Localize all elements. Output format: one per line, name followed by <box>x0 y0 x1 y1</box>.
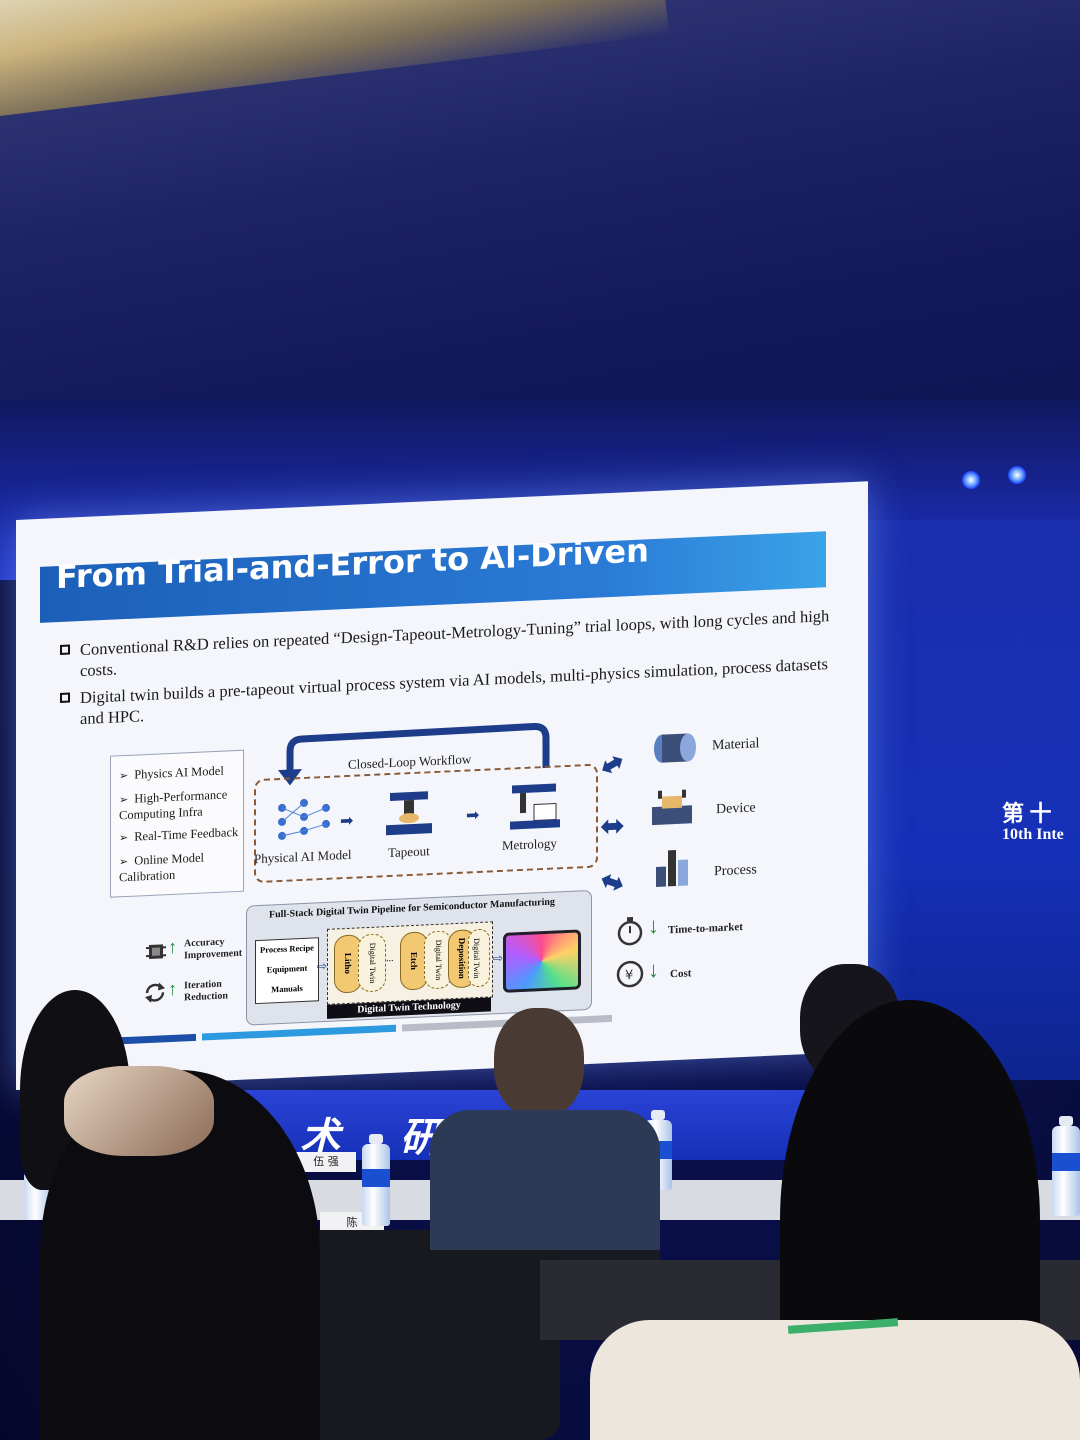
stopwatch-icon <box>617 916 643 946</box>
metric-cost: Cost <box>670 967 692 981</box>
device-chip-icon <box>652 789 692 826</box>
hair-scarf <box>64 1066 214 1156</box>
yen-coin-icon: ¥ <box>616 960 644 988</box>
water-bottle <box>1052 1116 1080 1216</box>
chair-back <box>300 1230 560 1440</box>
double-arrow-icon: ⬌ <box>600 809 626 844</box>
wafer-icon <box>503 929 581 993</box>
feature-item: ➢High-Performance Computing Infra <box>119 787 228 823</box>
digital-twin-steps: Litho Digital Twin ... Etch Digital Twin… <box>327 921 493 1005</box>
step-ellipsis: ... <box>386 952 394 965</box>
material-cylinder-icon <box>654 733 696 763</box>
side-wall-panel <box>860 520 1080 1080</box>
input-process-recipe: Process Recipe <box>260 942 314 955</box>
pipeline-inputs-box: Process Recipe Equipment Manuals <box>255 937 319 1005</box>
projection-screen: From Trial-and-Error to AI-Driven Conven… <box>16 481 868 1090</box>
arrow-up-icon: ↑ <box>168 978 177 1000</box>
checkbox-square-icon <box>60 692 70 704</box>
feature-item: ➢Real-Time Feedback <box>119 824 239 845</box>
refresh-cycle-icon <box>145 982 165 1003</box>
metric-accuracy-improvement: Accuracy Improvement <box>184 936 243 962</box>
metric-time-to-market: Time-to-market <box>668 920 743 937</box>
side-label-material: Material <box>712 736 760 754</box>
input-manuals: Manuals <box>271 982 303 995</box>
arrow-right-icon: ➡ <box>340 812 354 831</box>
wall-text-english: 10th Inte <box>1002 826 1064 843</box>
arrow-right-icon: ⇨ <box>493 950 504 966</box>
chevron-right-icon: ➢ <box>119 769 129 783</box>
chevron-right-icon: ➢ <box>119 855 129 869</box>
metric-iteration-reduction: Iteration Reduction <box>184 978 228 1004</box>
audience-member-shirt <box>430 1110 660 1250</box>
stage-light <box>962 471 980 489</box>
pipeline-panel: Full-Stack Digital Twin Pipeline for Sem… <box>246 889 592 1026</box>
arrow-down-icon: ↓ <box>648 956 659 983</box>
arrow-right-icon: ⇨ <box>317 958 328 974</box>
neural-network-icon <box>278 798 330 840</box>
node-tapeout: Tapeout <box>388 843 430 861</box>
step-digital-twin: Digital Twin <box>358 933 386 993</box>
water-bottle <box>362 1134 390 1226</box>
chevron-right-icon: ➢ <box>119 793 129 807</box>
metrology-machine-icon <box>510 783 560 830</box>
chip-icon <box>146 944 166 959</box>
checkbox-square-icon <box>60 644 70 656</box>
double-arrow-icon: ⬌ <box>594 862 631 903</box>
double-arrow-icon: ⬌ <box>593 743 632 786</box>
pipeline-title: Full-Stack Digital Twin Pipeline for Sem… <box>269 896 555 921</box>
chevron-right-icon: ➢ <box>119 831 129 845</box>
feature-list-box: ➢Physics AI Model ➢High-Performance Comp… <box>110 749 244 898</box>
side-label-process: Process <box>714 862 757 880</box>
feature-item: ➢Online Model Calibration <box>119 850 205 885</box>
svg-text:¥: ¥ <box>625 968 633 983</box>
side-label-device: Device <box>716 800 756 818</box>
stage-light <box>1008 466 1026 484</box>
feature-item: ➢Physics AI Model <box>119 763 224 783</box>
arrow-down-icon: ↓ <box>648 912 659 939</box>
audience-member-head <box>494 1008 584 1118</box>
wall-text-chinese: 第 十 <box>1002 801 1052 826</box>
process-equipment-icon <box>656 850 688 887</box>
nameplate: 伍 强 <box>296 1152 356 1172</box>
input-equipment: Equipment <box>266 962 308 975</box>
node-metrology: Metrology <box>502 835 557 853</box>
step-digital-twin: Digital Twin <box>468 928 490 988</box>
footer-bar-blue <box>202 1024 396 1041</box>
white-sweater <box>590 1320 1080 1440</box>
tapeout-machine-icon <box>386 791 432 836</box>
loop-arrow-icon <box>278 722 550 786</box>
arrow-up-icon: ↑ <box>168 936 177 958</box>
bullet-list: Conventional R&D relies on repeated “Des… <box>60 605 840 736</box>
footer-bar-dark <box>120 1033 196 1045</box>
arrow-right-icon: ➡ <box>466 806 480 825</box>
